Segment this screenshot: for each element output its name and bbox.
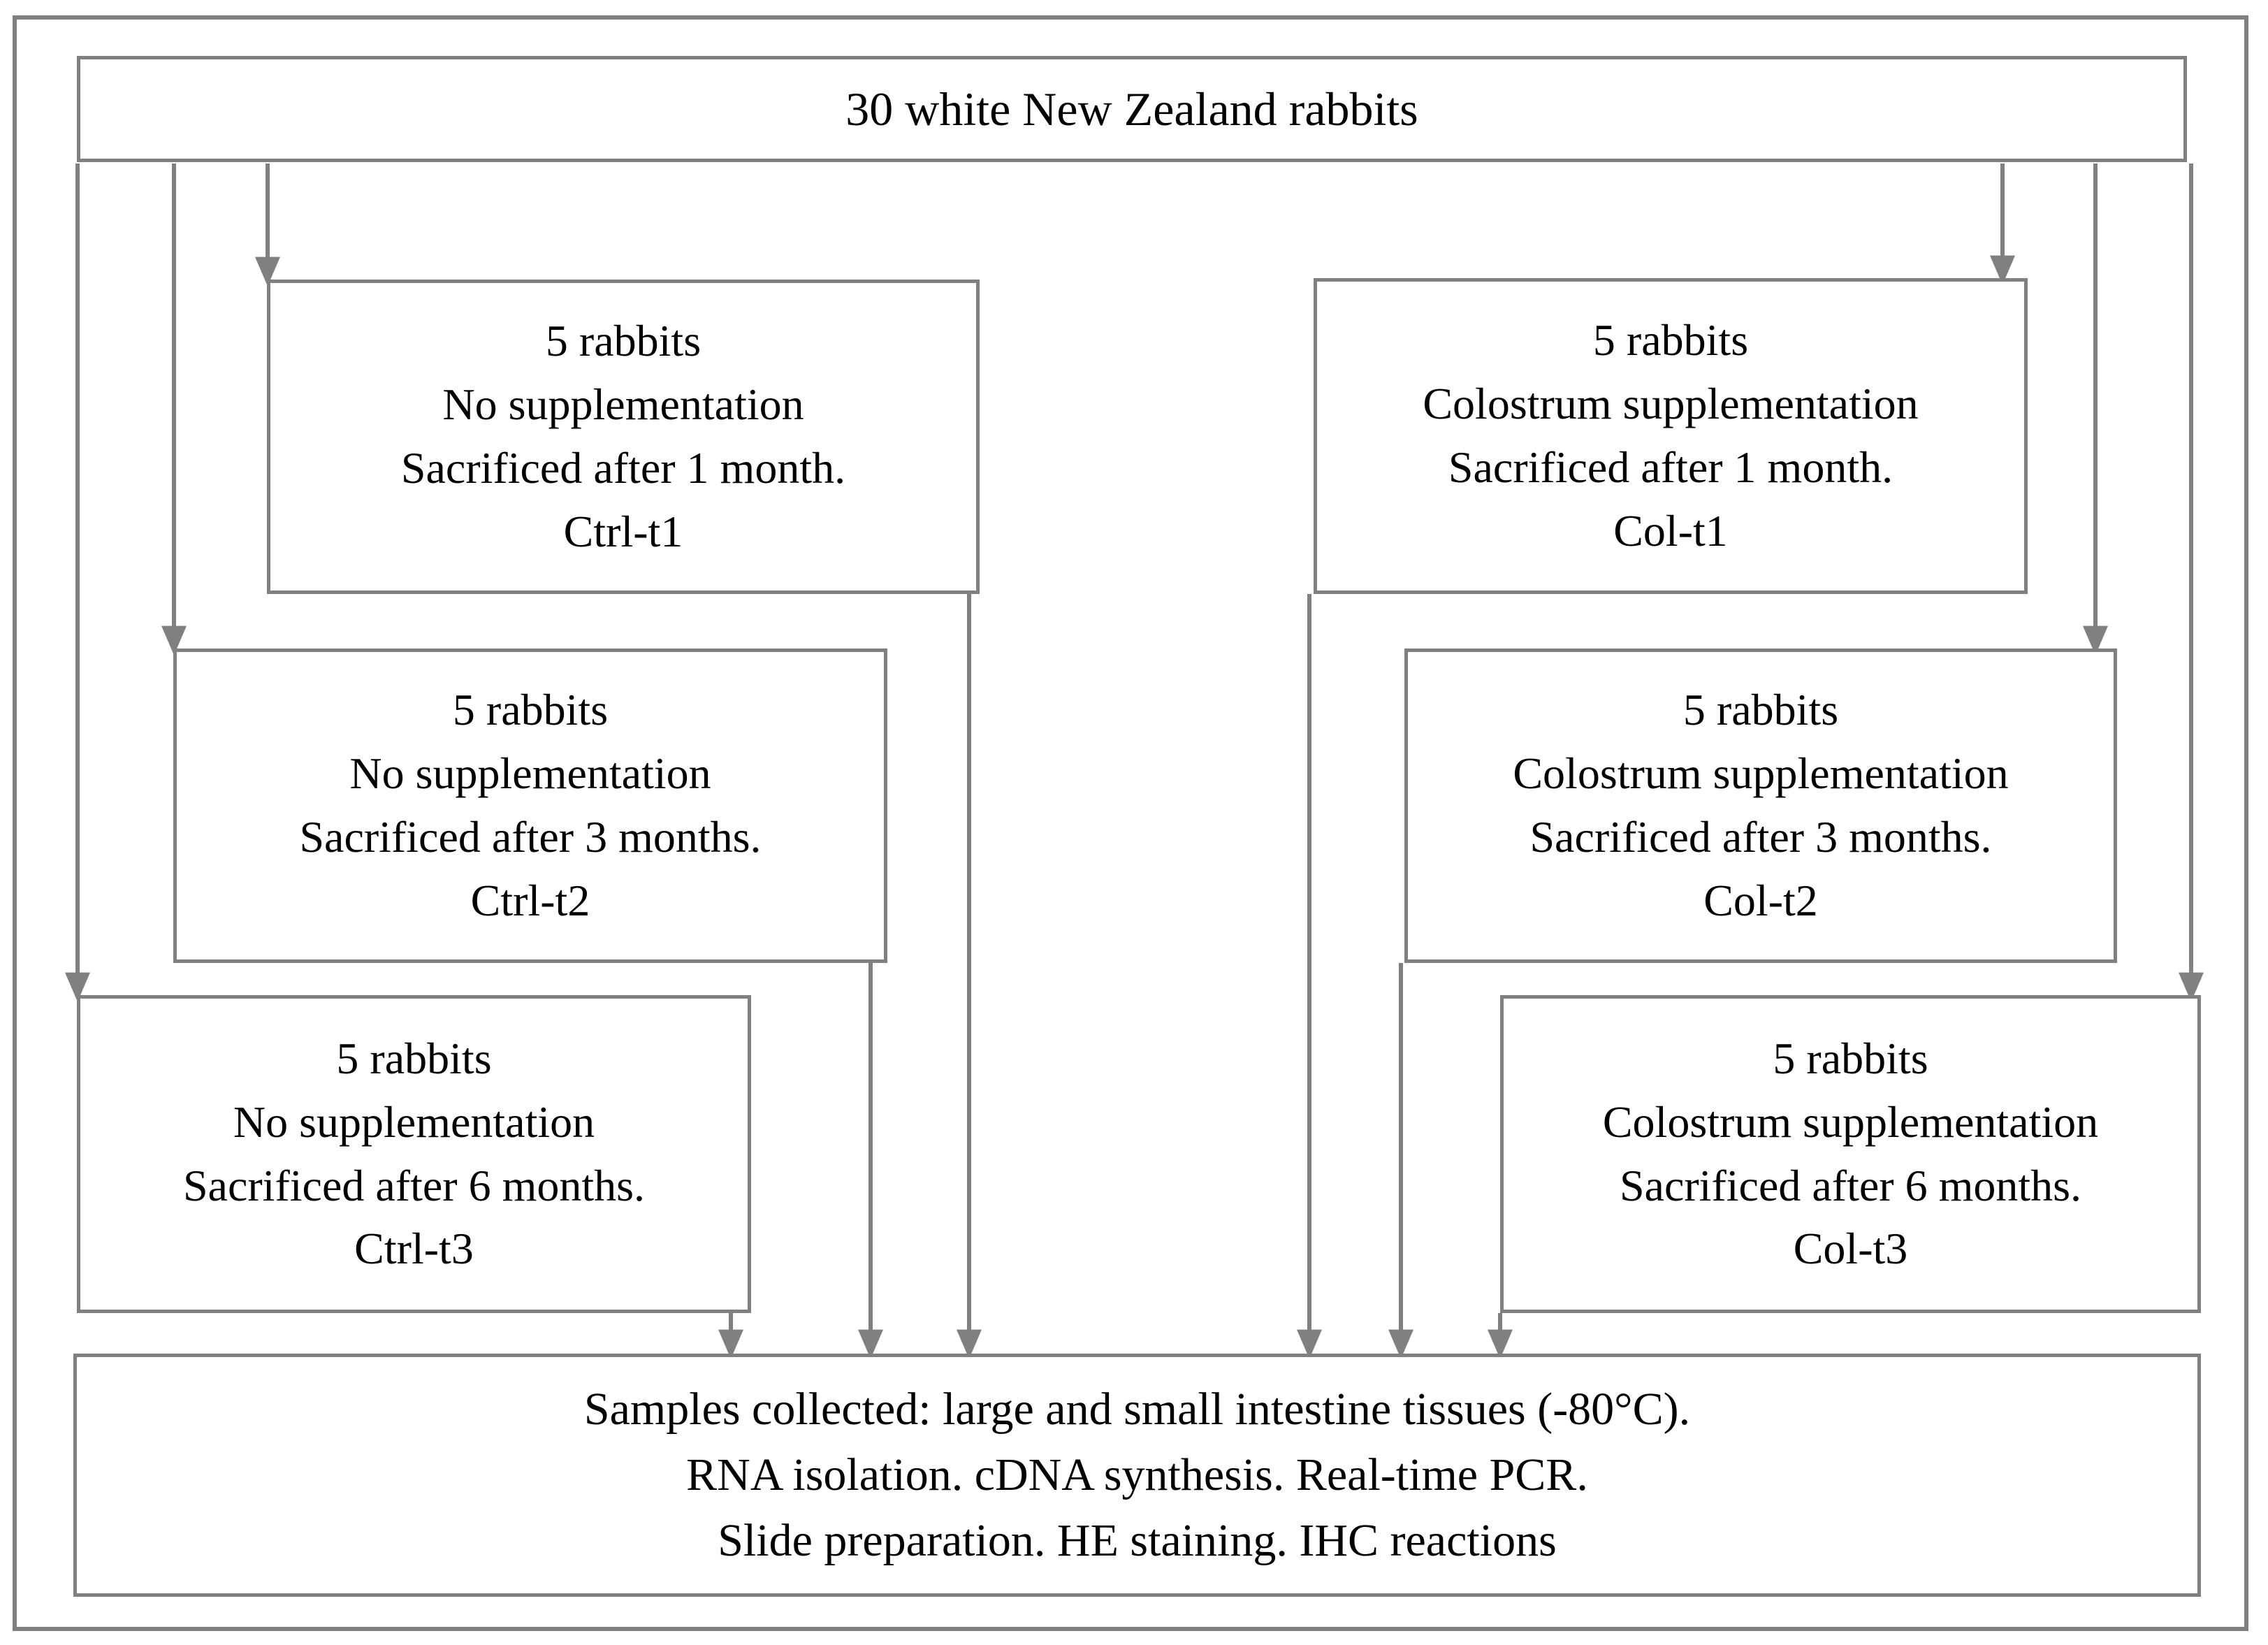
title-text: 30 white New Zealand rabbits [845, 82, 1418, 136]
samples-line-2: RNA isolation. cDNA synthesis. Real-time… [686, 1449, 1588, 1501]
col-t3-treatment: Colostrum supplementation [1602, 1096, 2099, 1147]
col-t2-treatment: Colostrum supplementation [1513, 748, 2009, 799]
ctrl-t1-treatment: No supplementation [442, 379, 804, 430]
samples-line-3: Slide preparation. HE staining. IHC reac… [718, 1514, 1557, 1566]
group-box-col-t3: 5 rabbits Colostrum supplementation Sacr… [1500, 995, 2201, 1313]
col-t1-count: 5 rabbits [1592, 315, 1749, 365]
col-t2-code: Col-t2 [1703, 875, 1818, 925]
group-box-ctrl-t3: 5 rabbits No supplementation Sacrificed … [77, 995, 751, 1313]
figure-outer-frame [13, 15, 2248, 1631]
ctrl-t2-code: Ctrl-t2 [470, 875, 590, 925]
group-box-col-t2: 5 rabbits Colostrum supplementation Sacr… [1404, 648, 2117, 963]
col-t2-timepoint: Sacrificed after 3 months. [1529, 812, 1992, 862]
ctrl-t2-treatment: No supplementation [349, 748, 711, 799]
ctrl-t1-timepoint: Sacrificed after 1 month. [400, 443, 846, 493]
col-t1-code: Col-t1 [1613, 505, 1728, 556]
col-t2-count: 5 rabbits [1682, 685, 1839, 735]
title-box: 30 white New Zealand rabbits [77, 56, 2187, 162]
ctrl-t2-timepoint: Sacrificed after 3 months. [299, 812, 762, 862]
ctrl-t1-count: 5 rabbits [545, 316, 702, 366]
group-box-ctrl-t1: 5 rabbits No supplementation Sacrificed … [267, 280, 980, 594]
group-box-col-t1: 5 rabbits Colostrum supplementation Sacr… [1314, 278, 2028, 594]
col-t1-treatment: Colostrum supplementation [1423, 379, 1919, 429]
col-t3-code: Col-t3 [1793, 1224, 1908, 1274]
col-t3-timepoint: Sacrificed after 6 months. [1619, 1160, 2082, 1210]
ctrl-t3-count: 5 rabbits [336, 1033, 492, 1083]
col-t3-count: 5 rabbits [1773, 1033, 1928, 1083]
group-box-ctrl-t2: 5 rabbits No supplementation Sacrificed … [173, 648, 887, 963]
ctrl-t3-code: Ctrl-t3 [354, 1224, 474, 1274]
ctrl-t2-count: 5 rabbits [452, 685, 609, 735]
ctrl-t3-treatment: No supplementation [233, 1096, 595, 1147]
col-t1-timepoint: Sacrificed after 1 month. [1448, 442, 1893, 492]
ctrl-t3-timepoint: Sacrificed after 6 months. [182, 1160, 646, 1210]
samples-analysis-box: Samples collected: large and small intes… [73, 1354, 2201, 1597]
samples-line-1: Samples collected: large and small intes… [583, 1384, 1691, 1435]
ctrl-t1-code: Ctrl-t1 [563, 506, 683, 556]
